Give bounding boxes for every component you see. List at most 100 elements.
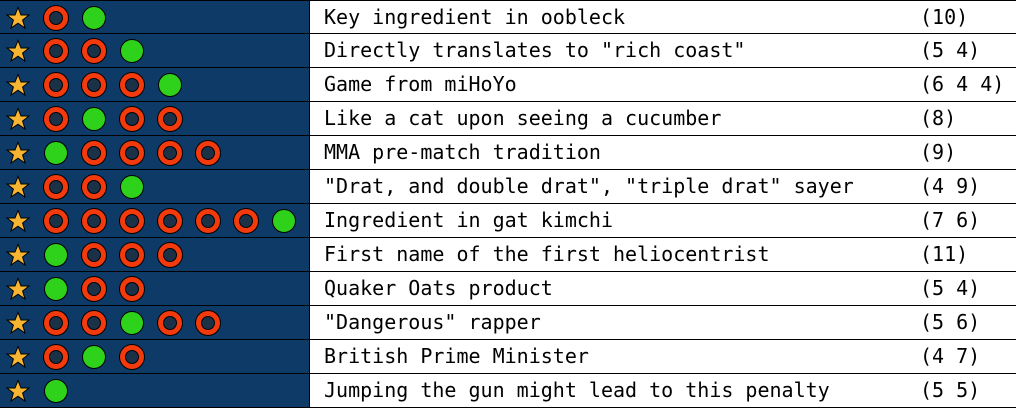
answer-length: (9) (920, 140, 957, 164)
correct-guess-icon (82, 107, 106, 131)
wrong-guess-icon (44, 175, 68, 199)
wrong-guess-icon (120, 107, 144, 131)
star-icon[interactable] (6, 243, 30, 267)
clue-text: First name of the first heliocentrist (324, 242, 770, 266)
clue-text: Game from miHoYo (324, 72, 517, 96)
star-icon[interactable] (6, 345, 30, 369)
clue-text: Jumping the gun might lead to this penal… (324, 378, 830, 402)
correct-guess-icon (120, 39, 144, 63)
clue-row[interactable]: Quaker Oats product(5 4) (0, 272, 1016, 306)
answer-length: (4 7) (920, 344, 981, 368)
guess-history-panel (0, 306, 310, 339)
correct-guess-icon (120, 175, 144, 199)
wrong-guess-icon (120, 73, 144, 97)
star-icon[interactable] (6, 73, 30, 97)
star-icon[interactable] (6, 107, 30, 131)
wrong-guess-icon (120, 209, 144, 233)
guess-history-panel (0, 136, 310, 169)
wrong-guess-icon (120, 141, 144, 165)
wrong-guess-icon (158, 141, 182, 165)
answer-length: (10) (920, 5, 969, 29)
clue-row[interactable]: First name of the first heliocentrist (11… (0, 238, 1016, 272)
wrong-guess-icon (82, 39, 106, 63)
guess-history-panel (0, 102, 310, 135)
correct-guess-icon (82, 345, 106, 369)
wrong-guess-icon (82, 243, 106, 267)
correct-guess-icon (44, 243, 68, 267)
clue-row[interactable]: Like a cat upon seeing a cucumber (8) (0, 102, 1016, 136)
wrong-guess-icon (44, 73, 68, 97)
answer-length: (5 4) (920, 38, 981, 62)
guess-history-panel (0, 170, 310, 203)
guess-history-panel (0, 340, 310, 373)
wrong-guess-icon (82, 311, 106, 335)
correct-guess-icon (44, 277, 68, 301)
guess-history-panel (0, 238, 310, 271)
wrong-guess-icon (44, 209, 68, 233)
correct-guess-icon (120, 311, 144, 335)
clue-row[interactable]: "Dangerous" rapper(5 6) (0, 306, 1016, 340)
answer-length: (5 5) (920, 378, 981, 402)
wrong-guess-icon (82, 277, 106, 301)
wrong-guess-icon (44, 107, 68, 131)
wrong-guess-icon (44, 311, 68, 335)
star-icon[interactable] (6, 175, 30, 199)
wrong-guess-icon (196, 141, 220, 165)
correct-guess-icon (272, 209, 296, 233)
guess-history-panel (0, 1, 310, 33)
star-icon[interactable] (6, 277, 30, 301)
clue-row[interactable]: British Prime Minister (4 7) (0, 340, 1016, 374)
wrong-guess-icon (158, 107, 182, 131)
star-icon[interactable] (6, 379, 30, 403)
clue-text: MMA pre-match tradition (324, 140, 601, 164)
clue-text: Like a cat upon seeing a cucumber (324, 106, 722, 130)
guess-history-panel (0, 272, 310, 305)
wrong-guess-icon (120, 243, 144, 267)
answer-length: (8) (920, 106, 957, 130)
clue-text: British Prime Minister (324, 344, 589, 368)
guess-history-panel (0, 68, 310, 101)
star-icon[interactable] (6, 311, 30, 335)
guess-history-panel (0, 374, 310, 407)
wrong-guess-icon (196, 209, 220, 233)
answer-length: (4 9) (920, 174, 981, 198)
wrong-guess-icon (44, 345, 68, 369)
clue-row[interactable]: Jumping the gun might lead to this penal… (0, 374, 1016, 408)
answer-length: (5 4) (920, 276, 981, 300)
clue-row[interactable]: "Drat, and double drat", "triple drat" s… (0, 170, 1016, 204)
correct-guess-icon (158, 73, 182, 97)
wrong-guess-icon (82, 175, 106, 199)
guess-history-panel (0, 34, 310, 67)
guess-history-panel (0, 204, 310, 237)
wrong-guess-icon (82, 209, 106, 233)
clue-text: Ingredient in gat kimchi (324, 208, 613, 232)
clue-text: Key ingredient in oobleck (324, 5, 626, 29)
clue-text: "Dangerous" rapper (324, 310, 541, 334)
wrong-guess-icon (158, 243, 182, 267)
correct-guess-icon (44, 379, 68, 403)
star-icon[interactable] (6, 141, 30, 165)
clue-row[interactable]: Directly translates to "rich coast" (5 4) (0, 34, 1016, 68)
wrong-guess-icon (44, 6, 68, 30)
wrong-guess-icon (120, 345, 144, 369)
wrong-guess-icon (120, 277, 144, 301)
wrong-guess-icon (234, 209, 258, 233)
star-icon[interactable] (6, 6, 30, 30)
clue-row[interactable]: MMA pre-match tradition (9) (0, 136, 1016, 170)
wrong-guess-icon (196, 311, 220, 335)
wrong-guess-icon (158, 311, 182, 335)
wrong-guess-icon (82, 141, 106, 165)
answer-length: (11) (920, 242, 969, 266)
wrong-guess-icon (158, 209, 182, 233)
correct-guess-icon (44, 141, 68, 165)
correct-guess-icon (82, 6, 106, 30)
clue-row[interactable]: Game from miHoYo (6 4 4) (0, 68, 1016, 102)
answer-length: (7 6) (920, 208, 981, 232)
clue-text: Directly translates to "rich coast" (324, 38, 746, 62)
answer-length: (6 4 4) (920, 72, 1005, 96)
star-icon[interactable] (6, 209, 30, 233)
star-icon[interactable] (6, 39, 30, 63)
clue-row[interactable]: Ingredient in gat kimchi (7 6) (0, 204, 1016, 238)
clue-row[interactable]: Key ingredient in oobleck (10) (0, 0, 1016, 34)
